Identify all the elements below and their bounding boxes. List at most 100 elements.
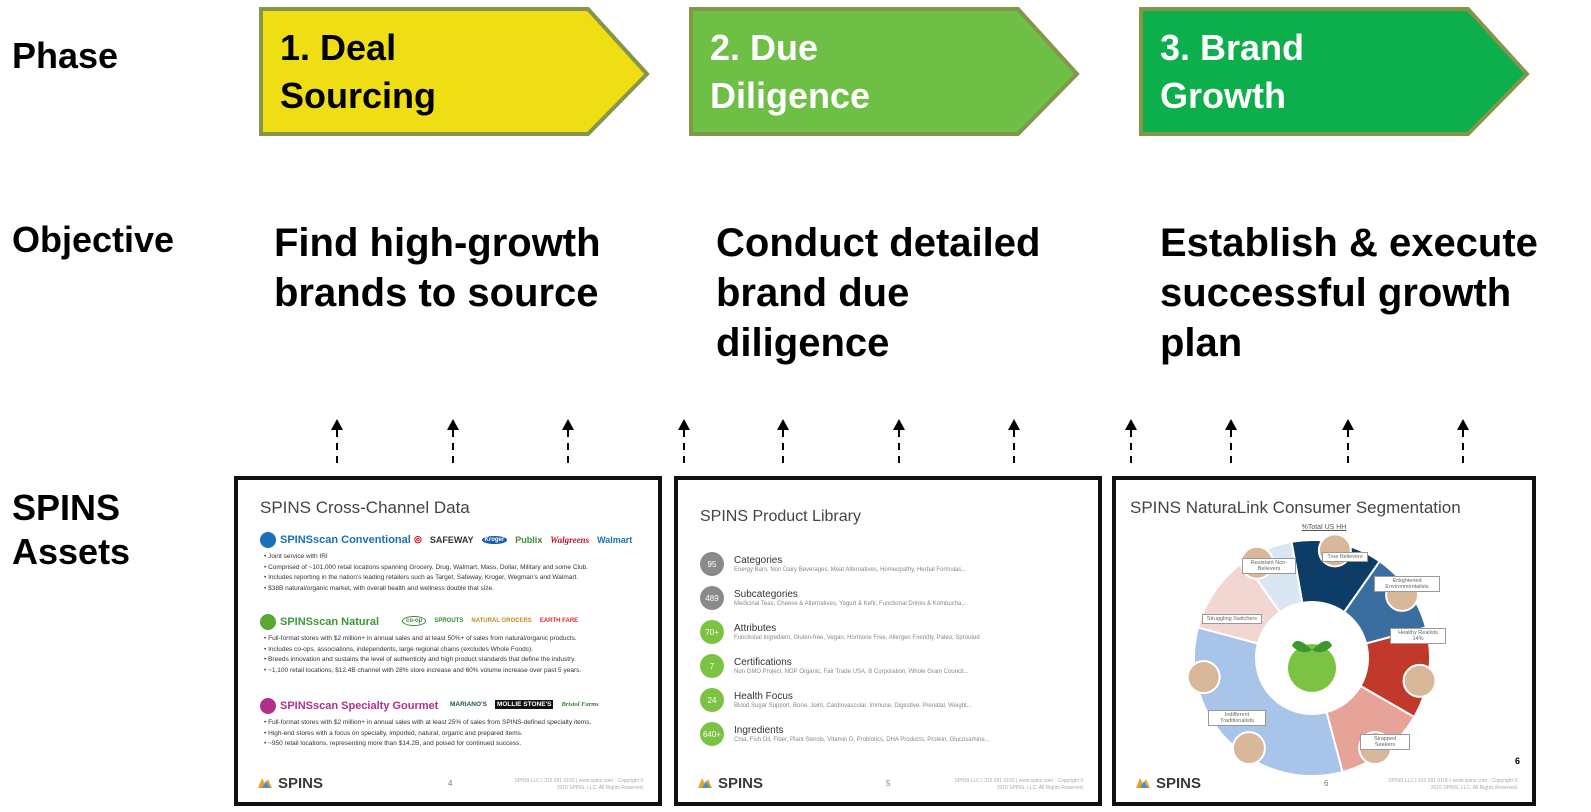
bullet-item: ~950 retail locations, representing more… bbox=[264, 739, 591, 750]
consumer-avatar-icon bbox=[1231, 731, 1266, 766]
dashed-up-arrow-icon bbox=[1342, 419, 1354, 464]
phase-chevron-deal-sourcing: 1. Deal Sourcing bbox=[258, 6, 652, 136]
section-heading-natural: SPINSscan Natural bbox=[260, 614, 379, 630]
dashed-up-arrow-icon bbox=[1008, 419, 1020, 464]
segment-label: Struggling Switchers bbox=[1202, 614, 1262, 624]
bullet-item: High-end stores with a focus on specialt… bbox=[264, 729, 591, 740]
phase-row-label: Phase bbox=[12, 35, 119, 76]
phase-title-line1: 1. Deal bbox=[280, 27, 397, 68]
retailer-logo: Kroger bbox=[481, 535, 508, 544]
section-heading-conventional: SPINSscan Conventional bbox=[260, 532, 411, 548]
count-badge: 489 bbox=[700, 586, 724, 610]
leaf-icon bbox=[1292, 640, 1332, 653]
retailer-logo: SPROUTS bbox=[434, 618, 464, 624]
spins-logo-text: SPINS bbox=[718, 775, 764, 792]
slide-title: SPINS Product Library bbox=[700, 508, 861, 525]
barcode-icon bbox=[260, 698, 276, 714]
bullet-list-gourmet: Full-format stores with $2 million+ in a… bbox=[264, 718, 591, 750]
bullet-item: Includes co-ops, associations, independe… bbox=[264, 645, 581, 656]
slide-consumer-segmentation: SPINS NaturaLink Consumer Segmentation %… bbox=[1112, 476, 1536, 806]
dashed-up-arrow-icon bbox=[562, 419, 574, 464]
count-badge: 640+ bbox=[700, 722, 724, 746]
library-item-title: Certifications bbox=[734, 657, 792, 668]
bullet-item: Breeds innovation and sustains the level… bbox=[264, 655, 581, 666]
library-item-title: Ingredients bbox=[734, 725, 784, 736]
library-item-title: Health Focus bbox=[734, 691, 793, 702]
chevron-shape bbox=[259, 7, 650, 136]
count-badge: 95 bbox=[700, 552, 724, 576]
phase-title-line2: Sourcing bbox=[280, 75, 437, 116]
count-badge: 7 bbox=[700, 654, 724, 678]
retailer-logo: co-op bbox=[402, 616, 427, 626]
retailer-logo: Walgreens bbox=[550, 534, 590, 545]
donut-segment bbox=[1193, 626, 1344, 777]
consumer-avatar-icon bbox=[1186, 660, 1221, 695]
library-item-desc: Chia, Fish Oil, Fiber, Plant Sterols, Vi… bbox=[734, 737, 990, 743]
library-item-desc: Energy Bars, Non Dairy Beverages, Meat A… bbox=[734, 567, 967, 573]
globe-plant-icon bbox=[1288, 644, 1336, 692]
objective-line: Find high-growth bbox=[274, 221, 601, 265]
slide-cross-channel-data: SPINS Cross-Channel Data SPINSscan Conve… bbox=[234, 476, 662, 806]
slide-title: SPINS Cross-Channel Data bbox=[260, 498, 470, 517]
library-item-desc: Medicinal Teas, Cheese & Alternatives, Y… bbox=[734, 601, 967, 607]
segment-label: Indifferent Traditionalists bbox=[1208, 710, 1266, 726]
bullet-list-natural: Full-format stores with $2 million+ in a… bbox=[264, 634, 581, 676]
retailer-logo: Walmart bbox=[597, 534, 633, 545]
library-item-title: Categories bbox=[734, 555, 783, 566]
library-item-desc: Blood Sugar Support, Bone, Joint, Cardio… bbox=[734, 703, 972, 709]
spins-logo-icon bbox=[1136, 778, 1150, 788]
retailer-logo: MOLLIE STONE'S bbox=[494, 700, 554, 709]
dashed-up-arrow-icon bbox=[447, 419, 459, 464]
dashed-up-arrow-icon bbox=[893, 419, 905, 464]
objective-line: plan bbox=[1160, 321, 1243, 365]
phase-title: 2. Due Diligence bbox=[710, 24, 870, 120]
chevron-shape bbox=[689, 7, 1080, 136]
bullet-item: Joint service with IRI bbox=[264, 552, 588, 563]
spins-logo: SPINS bbox=[696, 775, 763, 792]
objective-row-label: Objective bbox=[12, 219, 175, 260]
consumer-avatar-icon bbox=[1402, 663, 1437, 698]
objective-line: successful growth bbox=[1160, 271, 1512, 315]
segment-label: Healthy Realists 14% bbox=[1390, 628, 1446, 644]
phase-title: 3. Brand Growth bbox=[1160, 24, 1304, 120]
dashed-up-arrow-icon bbox=[1457, 419, 1469, 464]
slide-subtitle: %Total US HH bbox=[1301, 524, 1347, 531]
retailer-logos-gourmet: MARIANO'S MOLLIE STONE'S Bristol Farms bbox=[450, 700, 599, 709]
objective-line: brand due bbox=[716, 271, 910, 315]
retailer-logos-conventional: ◎ SAFEWAY Kroger Publix Walgreens Walmar… bbox=[414, 534, 632, 545]
phase-title-line1: 2. Due bbox=[710, 27, 819, 68]
bullet-item: Full-format stores with $2 million+ in a… bbox=[264, 718, 591, 729]
phase-title: 1. Deal Sourcing bbox=[280, 24, 436, 120]
spins-logo-text: SPINS bbox=[1156, 775, 1202, 792]
slide-page-number: 4 bbox=[448, 779, 453, 788]
slide-page-number: 5 bbox=[886, 779, 891, 788]
slide-copyright: SPINS LLC | 312.281.5100 | www.spins.com… bbox=[954, 778, 1084, 791]
retailer-logo: Publix bbox=[515, 534, 543, 545]
bullet-item: ~1,100 retail locations, $12.4B channel … bbox=[264, 666, 581, 677]
spins-logo-text: SPINS bbox=[278, 775, 324, 792]
objective-line: brands to source bbox=[274, 271, 599, 315]
dashed-up-arrow-icon bbox=[777, 419, 789, 464]
segment-label: Enlightened Environmentalists bbox=[1374, 576, 1440, 592]
phase-chevron-brand-growth: 3. Brand Growth bbox=[1138, 6, 1532, 136]
dashed-up-arrow-icon bbox=[678, 419, 690, 464]
objective-line: Conduct detailed bbox=[716, 221, 1041, 265]
spins-logo: SPINS bbox=[1134, 775, 1201, 792]
section-heading-text: SPINSscan Natural bbox=[280, 616, 380, 628]
retailer-logo: SAFEWAY bbox=[429, 534, 474, 545]
objective-deal-sourcing: Find high-growth brands to source bbox=[274, 218, 601, 318]
segmentation-donut bbox=[1186, 533, 1437, 777]
dashed-up-arrow-icon bbox=[1225, 419, 1237, 464]
dashed-up-arrow-icon bbox=[1125, 419, 1137, 464]
